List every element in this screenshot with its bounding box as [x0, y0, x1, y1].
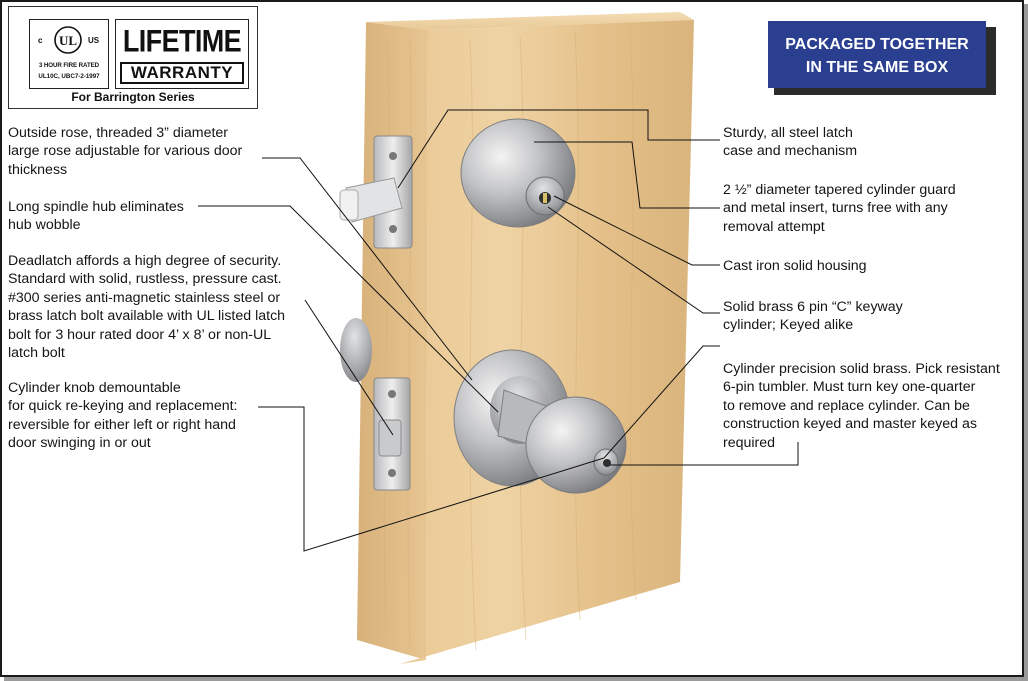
leader-line-latch-case — [397, 109, 720, 189]
leader-line-deadlatch — [304, 299, 394, 436]
ul-rating-line2: UL10C, UBC7-2-1997 — [38, 73, 100, 80]
label-spindle-hub: Long spindle hub eliminates hub wobble — [8, 199, 184, 234]
frame-shadow-right — [1024, 4, 1028, 681]
lifetime-warranty-badge: LIFETIME WARRANTY — [115, 19, 249, 89]
latch-bolt — [378, 419, 402, 457]
leader-line-cylinder-knob — [258, 406, 605, 552]
label-cylinder-knob: Cylinder knob demountable for quick re-k… — [8, 380, 238, 452]
screw — [389, 152, 397, 160]
packaged-together-badge: PACKAGED TOGETHER IN THE SAME BOX — [768, 21, 986, 88]
label-deadlatch: Deadlatch affords a high degree of secur… — [8, 253, 286, 362]
series-caption: For Barrington Series — [71, 90, 195, 104]
warranty-line2: WARRANTY — [120, 62, 244, 84]
label-cylinder-guard: 2 ½” diameter tapered cylinder guard and… — [723, 182, 956, 235]
warranty-line1: LIFETIME — [122, 23, 242, 59]
label-keyway: Solid brass 6 pin “C” keyway cylinder; K… — [723, 299, 903, 334]
leader-line-outside-rose — [262, 157, 473, 381]
label-cylinder-brass: Cylinder precision solid brass. Pick res… — [723, 361, 1000, 451]
label-outside-rose: Outside rose, threaded 3” diameter large… — [8, 125, 243, 178]
ul-us-mark: US — [88, 36, 100, 45]
ul-fire-rating-badge: UL c US 3 HOUR FIRE RATED UL10C, UBC7-2-… — [29, 19, 109, 89]
badge-line1: PACKAGED TOGETHER — [785, 36, 969, 53]
ul-c-mark: c — [38, 36, 43, 45]
ul-logo-icon: UL — [54, 26, 82, 54]
certification-panel: UL c US 3 HOUR FIRE RATED UL10C, UBC7-2-… — [8, 6, 258, 109]
frame-shadow — [4, 677, 1028, 681]
leader-line-housing — [553, 195, 720, 266]
badge-line2: IN THE SAME BOX — [805, 59, 949, 76]
screw — [389, 225, 397, 233]
door-top — [366, 12, 694, 30]
leader-line-cylinder-brass — [610, 442, 799, 466]
leader-line-cylinder-guard — [534, 141, 720, 209]
leader-line-keyway — [547, 206, 720, 314]
leader-line-keyway-2 — [603, 345, 720, 459]
leader-line-spindle-hub — [198, 205, 499, 413]
ul-rating-line1: 3 HOUR FIRE RATED — [38, 62, 100, 69]
label-latch-case: Sturdy, all steel latch case and mechani… — [723, 125, 858, 160]
label-housing: Cast iron solid housing — [723, 258, 867, 274]
ul-logo-text: UL — [59, 33, 77, 48]
